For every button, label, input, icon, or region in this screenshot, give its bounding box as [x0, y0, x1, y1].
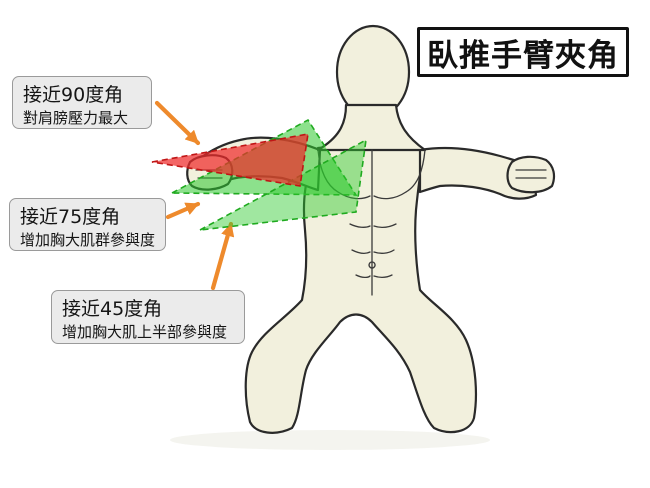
label-45-degree: 接近45度角 增加胸大肌上半部參與度: [51, 290, 245, 344]
body-silhouette: [186, 24, 556, 434]
arrow-45: [210, 221, 235, 291]
label-75-effect-text: 增加胸大肌群參與度: [20, 231, 156, 249]
angle-wedges: [151, 118, 368, 231]
diagram-title: 臥推手臂夾角: [417, 27, 629, 77]
wedge-90deg: [151, 133, 309, 187]
label-90-degree: 接近90度角 對肩膀壓力最大: [12, 76, 152, 129]
label-45-effect-text: 增加胸大肌上半部參與度: [62, 323, 228, 341]
wedge-45deg: [199, 138, 368, 231]
label-90-effect-text: 對肩膀壓力最大: [23, 109, 129, 127]
arrow-75: [165, 201, 201, 220]
ground-shadow: [170, 430, 490, 450]
pointer-arrows: [154, 100, 235, 291]
label-45-angle-text: 接近45度角: [62, 298, 163, 320]
label-75-angle-text: 接近75度角: [20, 206, 121, 228]
label-90-angle-text: 接近90度角: [23, 84, 124, 106]
label-75-degree: 接近75度角 增加胸大肌群參與度: [9, 198, 166, 251]
arrow-90: [154, 100, 201, 146]
